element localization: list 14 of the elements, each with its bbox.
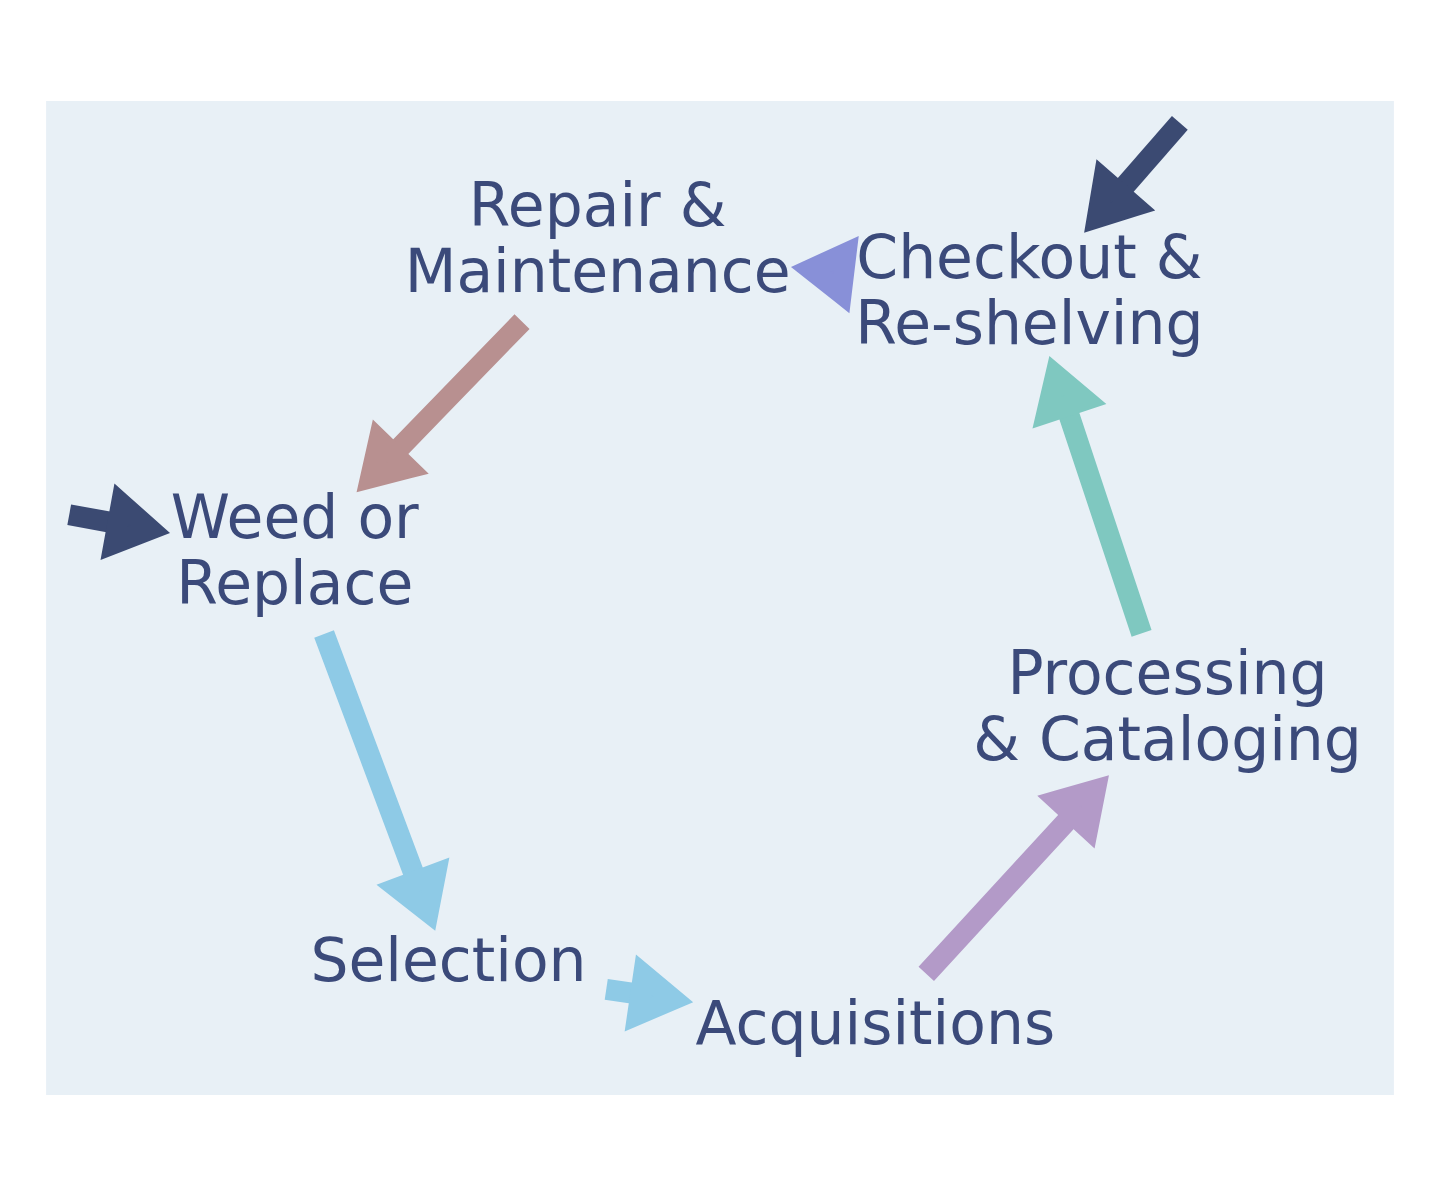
arrow: [604, 953, 694, 1031]
node-text: Processing & Cataloging: [973, 637, 1362, 774]
arrow: [918, 774, 1109, 981]
node-text: Checkout & Re-shelving: [855, 221, 1204, 358]
arrow: [1084, 115, 1188, 233]
node-text: Acquisitions: [695, 987, 1056, 1058]
arrow: [314, 629, 450, 931]
arrow: [67, 482, 170, 560]
arrow: [356, 313, 530, 492]
arrow: [1032, 355, 1152, 637]
node-text: Selection: [310, 924, 587, 995]
arrow: [791, 235, 859, 313]
node-text: Weed or Replace: [170, 481, 419, 618]
node-text: Repair & Maintenance: [404, 169, 791, 306]
